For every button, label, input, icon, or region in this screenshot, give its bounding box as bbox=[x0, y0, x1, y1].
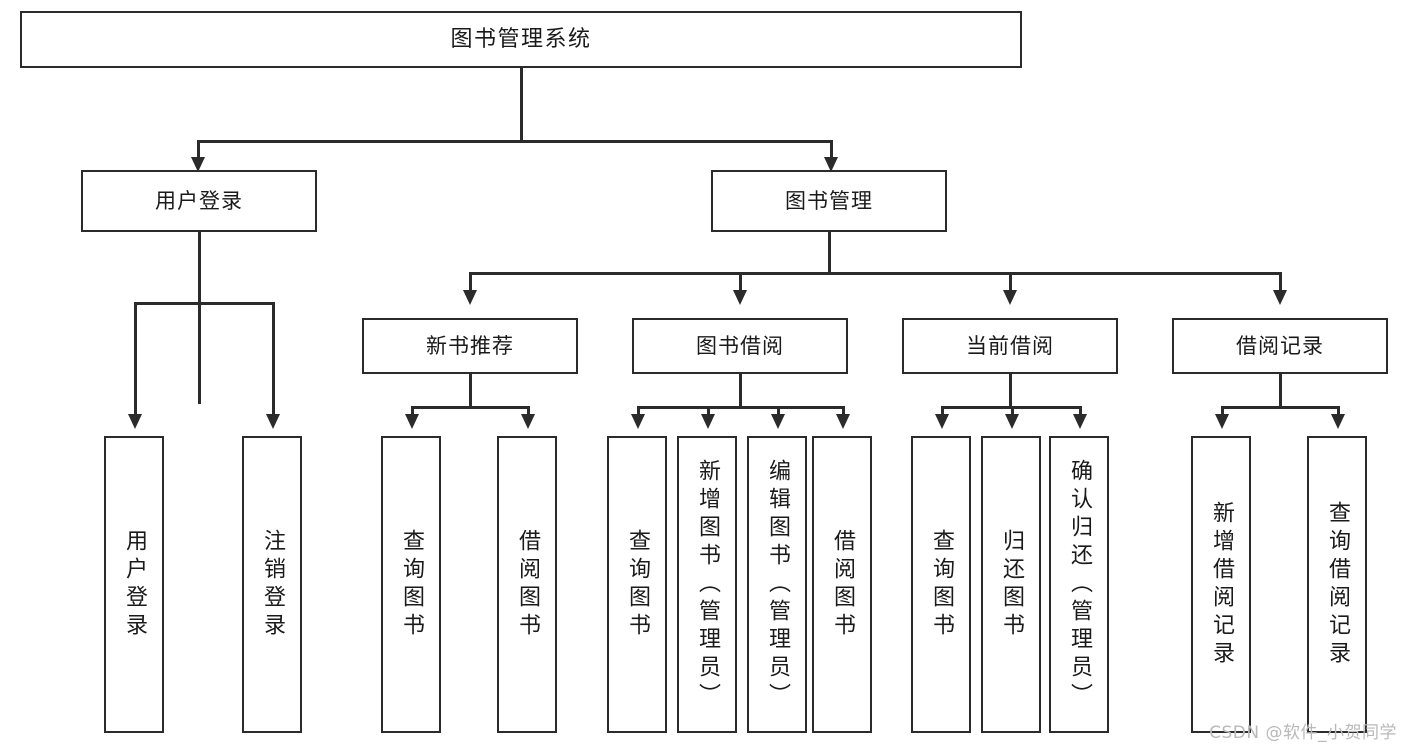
leaf-add-borrow-record[interactable]: 新增借阅记录 bbox=[1191, 436, 1251, 733]
leaf-query-book-borrow[interactable]: 查询图书 bbox=[607, 436, 667, 733]
arrowhead-leaf-add-book bbox=[701, 414, 715, 429]
node-label: 查询图书 bbox=[399, 528, 424, 641]
connector-current-borrow-drop-2 bbox=[1011, 406, 1014, 418]
connector-book-borrow-stem bbox=[739, 374, 742, 408]
connector-borrow-record-stem bbox=[1279, 374, 1282, 408]
connector-current-borrow-stem bbox=[1009, 374, 1012, 408]
connector-level2-drop-user-login bbox=[197, 140, 200, 162]
connector-borrow-record-drop-2 bbox=[1337, 406, 1340, 418]
connector-level3-drop-book-borrow bbox=[739, 272, 742, 294]
leaf-user-login[interactable]: 用户登录 bbox=[104, 436, 164, 733]
node-label: 借阅记录 bbox=[1236, 333, 1324, 358]
leaf-borrow-book-recommend[interactable]: 借阅图书 bbox=[497, 436, 557, 733]
connector-user-login-drop-1 bbox=[134, 302, 137, 418]
node-label: 新增图书（管理员） bbox=[695, 458, 720, 711]
connector-book-borrow-drop-4 bbox=[842, 406, 845, 418]
arrowhead-leaf-query-book-2 bbox=[631, 414, 645, 429]
connector-new-book-drop-2 bbox=[527, 406, 530, 418]
arrowhead-borrow-record bbox=[1273, 290, 1287, 305]
connector-current-borrow-drop-1 bbox=[941, 406, 944, 418]
leaf-borrow-book-borrow[interactable]: 借阅图书 bbox=[812, 436, 872, 733]
arrowhead-leaf-query-book-1 bbox=[405, 414, 419, 429]
node-label: 图书管理 bbox=[785, 188, 873, 213]
arrowhead-new-book-recommend bbox=[463, 290, 477, 305]
connector-book-management-stem bbox=[828, 232, 831, 274]
arrowhead-current-borrow bbox=[1003, 290, 1017, 305]
connector-user-login-stem bbox=[198, 232, 201, 404]
arrowhead-leaf-user-login bbox=[128, 414, 142, 429]
node-label: 新书推荐 bbox=[426, 333, 514, 358]
leaf-edit-book-admin[interactable]: 编辑图书（管理员） bbox=[747, 436, 807, 733]
node-user-login[interactable]: 用户登录 bbox=[81, 170, 317, 232]
node-label: 查询借阅记录 bbox=[1325, 500, 1350, 669]
connector-user-login-bus bbox=[134, 302, 274, 305]
connector-level3-drop-new-book bbox=[469, 272, 472, 294]
node-label: 图书借阅 bbox=[696, 333, 784, 358]
node-label: 查询图书 bbox=[929, 528, 954, 641]
connector-borrow-record-bus bbox=[1221, 406, 1339, 409]
node-book-management[interactable]: 图书管理 bbox=[711, 170, 947, 232]
leaf-add-book-admin[interactable]: 新增图书（管理员） bbox=[677, 436, 737, 733]
connector-book-borrow-drop-3 bbox=[777, 406, 780, 418]
connector-user-login-drop-2 bbox=[272, 302, 275, 418]
node-label: 注销登录 bbox=[260, 528, 285, 641]
connector-borrow-record-drop-1 bbox=[1221, 406, 1224, 418]
leaf-query-book-current[interactable]: 查询图书 bbox=[911, 436, 971, 733]
connector-book-borrow-bus bbox=[637, 406, 844, 409]
leaf-confirm-return-admin[interactable]: 确认归还（管理员） bbox=[1049, 436, 1109, 733]
node-label: 查询图书 bbox=[625, 528, 650, 641]
node-borrow-record[interactable]: 借阅记录 bbox=[1172, 318, 1388, 374]
connector-new-book-drop-1 bbox=[411, 406, 414, 418]
node-root-book-management-system[interactable]: 图书管理系统 bbox=[20, 11, 1022, 68]
arrowhead-book-management bbox=[824, 157, 838, 172]
leaf-query-borrow-record[interactable]: 查询借阅记录 bbox=[1307, 436, 1367, 733]
arrowhead-leaf-add-record bbox=[1215, 414, 1229, 429]
connector-root-stem bbox=[520, 68, 523, 142]
node-label: 用户登录 bbox=[155, 188, 243, 213]
node-label: 借阅图书 bbox=[830, 528, 855, 641]
arrowhead-user-login bbox=[191, 157, 205, 172]
node-label: 新增借阅记录 bbox=[1209, 500, 1234, 669]
node-label: 编辑图书（管理员） bbox=[765, 458, 790, 711]
node-label: 用户登录 bbox=[122, 528, 147, 641]
leaf-return-book[interactable]: 归还图书 bbox=[981, 436, 1041, 733]
connector-new-book-bus bbox=[411, 406, 529, 409]
arrowhead-leaf-query-record bbox=[1331, 414, 1345, 429]
connector-level3-drop-current-borrow bbox=[1009, 272, 1012, 294]
connector-new-book-stem bbox=[469, 374, 472, 408]
leaf-logout[interactable]: 注销登录 bbox=[242, 436, 302, 733]
connector-level2-bus bbox=[197, 140, 833, 143]
arrowhead-leaf-borrow-book-1 bbox=[521, 414, 535, 429]
leaf-query-book-recommend[interactable]: 查询图书 bbox=[381, 436, 441, 733]
node-book-borrow[interactable]: 图书借阅 bbox=[632, 318, 848, 374]
node-label: 归还图书 bbox=[999, 528, 1024, 641]
connector-book-borrow-drop-2 bbox=[707, 406, 710, 418]
connector-book-borrow-drop-1 bbox=[637, 406, 640, 418]
node-label: 借阅图书 bbox=[515, 528, 540, 641]
connector-level3-bus bbox=[469, 272, 1281, 275]
node-new-book-recommend[interactable]: 新书推荐 bbox=[362, 318, 578, 374]
node-label: 确认归还（管理员） bbox=[1067, 458, 1092, 711]
arrowhead-leaf-confirm-return bbox=[1073, 414, 1087, 429]
node-label: 当前借阅 bbox=[966, 333, 1054, 358]
arrowhead-leaf-query-book-3 bbox=[935, 414, 949, 429]
connector-level2-drop-book-management bbox=[830, 140, 833, 162]
arrowhead-book-borrow bbox=[733, 290, 747, 305]
arrowhead-leaf-return-book bbox=[1005, 414, 1019, 429]
connector-level3-drop-borrow-record bbox=[1279, 272, 1282, 294]
arrowhead-leaf-edit-book bbox=[771, 414, 785, 429]
connector-current-borrow-drop-3 bbox=[1079, 406, 1082, 418]
arrowhead-leaf-logout bbox=[266, 414, 280, 429]
node-label: 图书管理系统 bbox=[450, 26, 592, 52]
arrowhead-leaf-borrow-book-2 bbox=[836, 414, 850, 429]
node-current-borrow[interactable]: 当前借阅 bbox=[902, 318, 1118, 374]
